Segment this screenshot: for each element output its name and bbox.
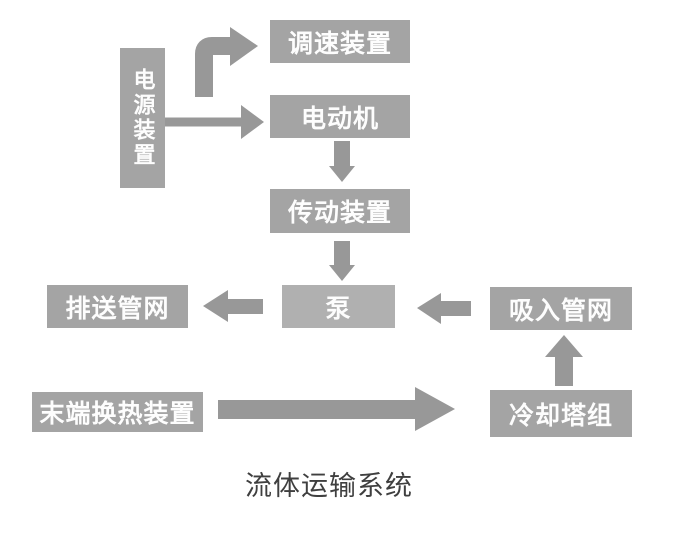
node-suction-network: 吸入管网 [490, 287, 632, 330]
node-speed-control-label: 调速装置 [287, 29, 392, 58]
node-cooling-tower-label: 冷却塔组 [508, 401, 613, 430]
node-pump: 泵 [282, 285, 395, 328]
node-discharge-network-label: 排送管网 [65, 294, 170, 323]
arrow-left-icon [417, 293, 471, 324]
arrow-right-icon [218, 387, 455, 431]
node-suction-network-label: 吸入管网 [508, 296, 613, 325]
arrow-left-icon [203, 290, 263, 322]
arrow-elbow-up-right-icon [195, 27, 258, 97]
arrow-up-icon [545, 335, 583, 386]
arrow-down-icon [329, 141, 355, 182]
diagram-title: 流体运输系统 [245, 471, 413, 502]
node-speed-control: 调速装置 [270, 20, 410, 63]
node-discharge-network: 排送管网 [47, 285, 188, 328]
node-pump-label: 泵 [325, 294, 352, 323]
node-terminal-heat-exchange: 末端换热装置 [32, 392, 203, 432]
arrow-down-icon [329, 241, 355, 281]
arrow-right-icon [165, 105, 264, 139]
node-transmission: 传动装置 [270, 189, 410, 233]
node-transmission-label: 传动装置 [287, 199, 392, 227]
node-cooling-tower: 冷却塔组 [490, 390, 632, 437]
node-power-supply-label: 电源装置 [130, 68, 156, 168]
node-motor-label: 电动机 [300, 104, 379, 133]
node-terminal-heat-exchange-label: 末端换热装置 [39, 400, 196, 428]
node-power-supply: 电源装置 [120, 48, 165, 188]
node-motor: 电动机 [270, 95, 410, 138]
